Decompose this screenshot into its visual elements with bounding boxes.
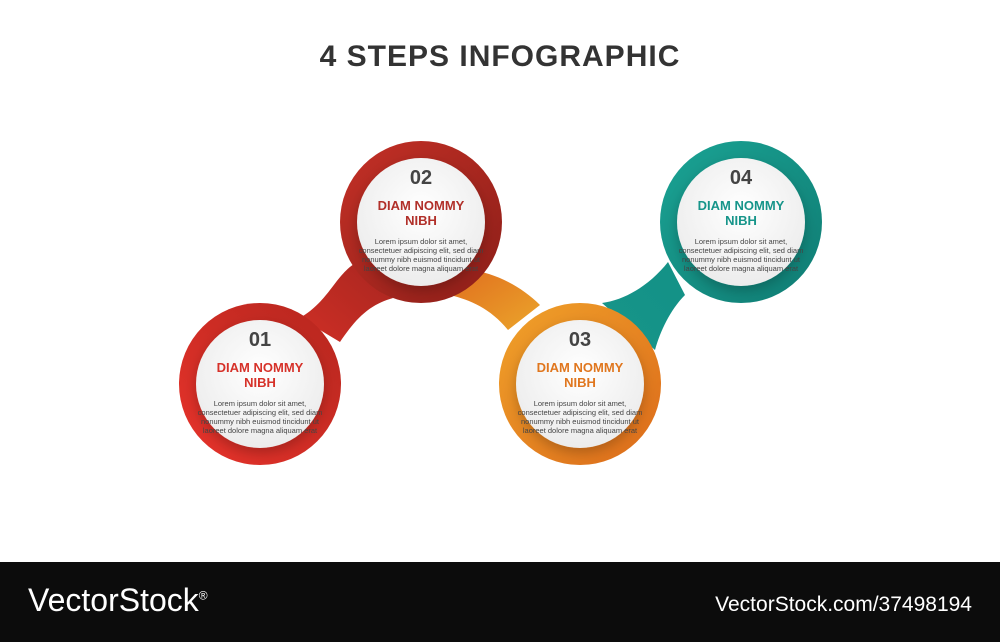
step-02-text: 02 DIAM NOMMY NIBH Lorem ipsum dolor sit… (351, 167, 491, 273)
step-01-text: 01 DIAM NOMMY NIBH Lorem ipsum dolor sit… (190, 329, 330, 435)
step-description: Lorem ipsum dolor sit amet, consectetuer… (358, 237, 484, 273)
footer-bar: VectorStock® VectorStock.com/37498194 (0, 562, 1000, 642)
step-heading: DIAM NOMMY NIBH (351, 198, 491, 228)
step-02-disc (357, 158, 485, 286)
footer-brand-text: VectorStock (28, 582, 199, 618)
step-number: 04 (729, 167, 753, 189)
step-03-text: 03 DIAM NOMMY NIBH Lorem ipsum dolor sit… (510, 329, 650, 435)
step-01-disc (196, 320, 324, 448)
footer-brand-logo: VectorStock® (28, 582, 208, 619)
step-number: 03 (568, 329, 592, 351)
page-title: 4 STEPS INFOGRAPHIC (319, 40, 681, 73)
infographic-canvas (179, 141, 822, 465)
step-description: Lorem ipsum dolor sit amet, consectetuer… (197, 399, 323, 435)
step-heading-line-2: NIBH (725, 213, 757, 228)
step-heading-line-1: DIAM NOMMY (536, 360, 624, 375)
connector-03-04 (602, 262, 685, 350)
step-04-disc (677, 158, 805, 286)
step-heading-line-1: DIAM NOMMY (216, 360, 304, 375)
registered-mark: ® (198, 588, 208, 603)
step-heading: DIAM NOMMY NIBH (190, 360, 330, 390)
step-heading-line-1: DIAM NOMMY (697, 198, 785, 213)
step-03-disc (516, 320, 644, 448)
step-number: 02 (409, 167, 433, 189)
step-heading-line-1: DIAM NOMMY (377, 198, 465, 213)
step-description: Lorem ipsum dolor sit amet, consectetuer… (678, 237, 804, 273)
step-heading: DIAM NOMMY NIBH (510, 360, 650, 390)
step-number: 01 (248, 329, 272, 351)
step-heading: DIAM NOMMY NIBH (671, 198, 811, 228)
footer-url: VectorStock.com/37498194 (715, 593, 972, 616)
step-04-text: 04 DIAM NOMMY NIBH Lorem ipsum dolor sit… (671, 167, 811, 273)
connector-02-03 (450, 270, 540, 330)
step-heading-line-2: NIBH (244, 375, 276, 390)
step-heading-line-2: NIBH (564, 375, 596, 390)
step-heading-line-2: NIBH (405, 213, 437, 228)
step-description: Lorem ipsum dolor sit amet, consectetuer… (517, 399, 643, 435)
